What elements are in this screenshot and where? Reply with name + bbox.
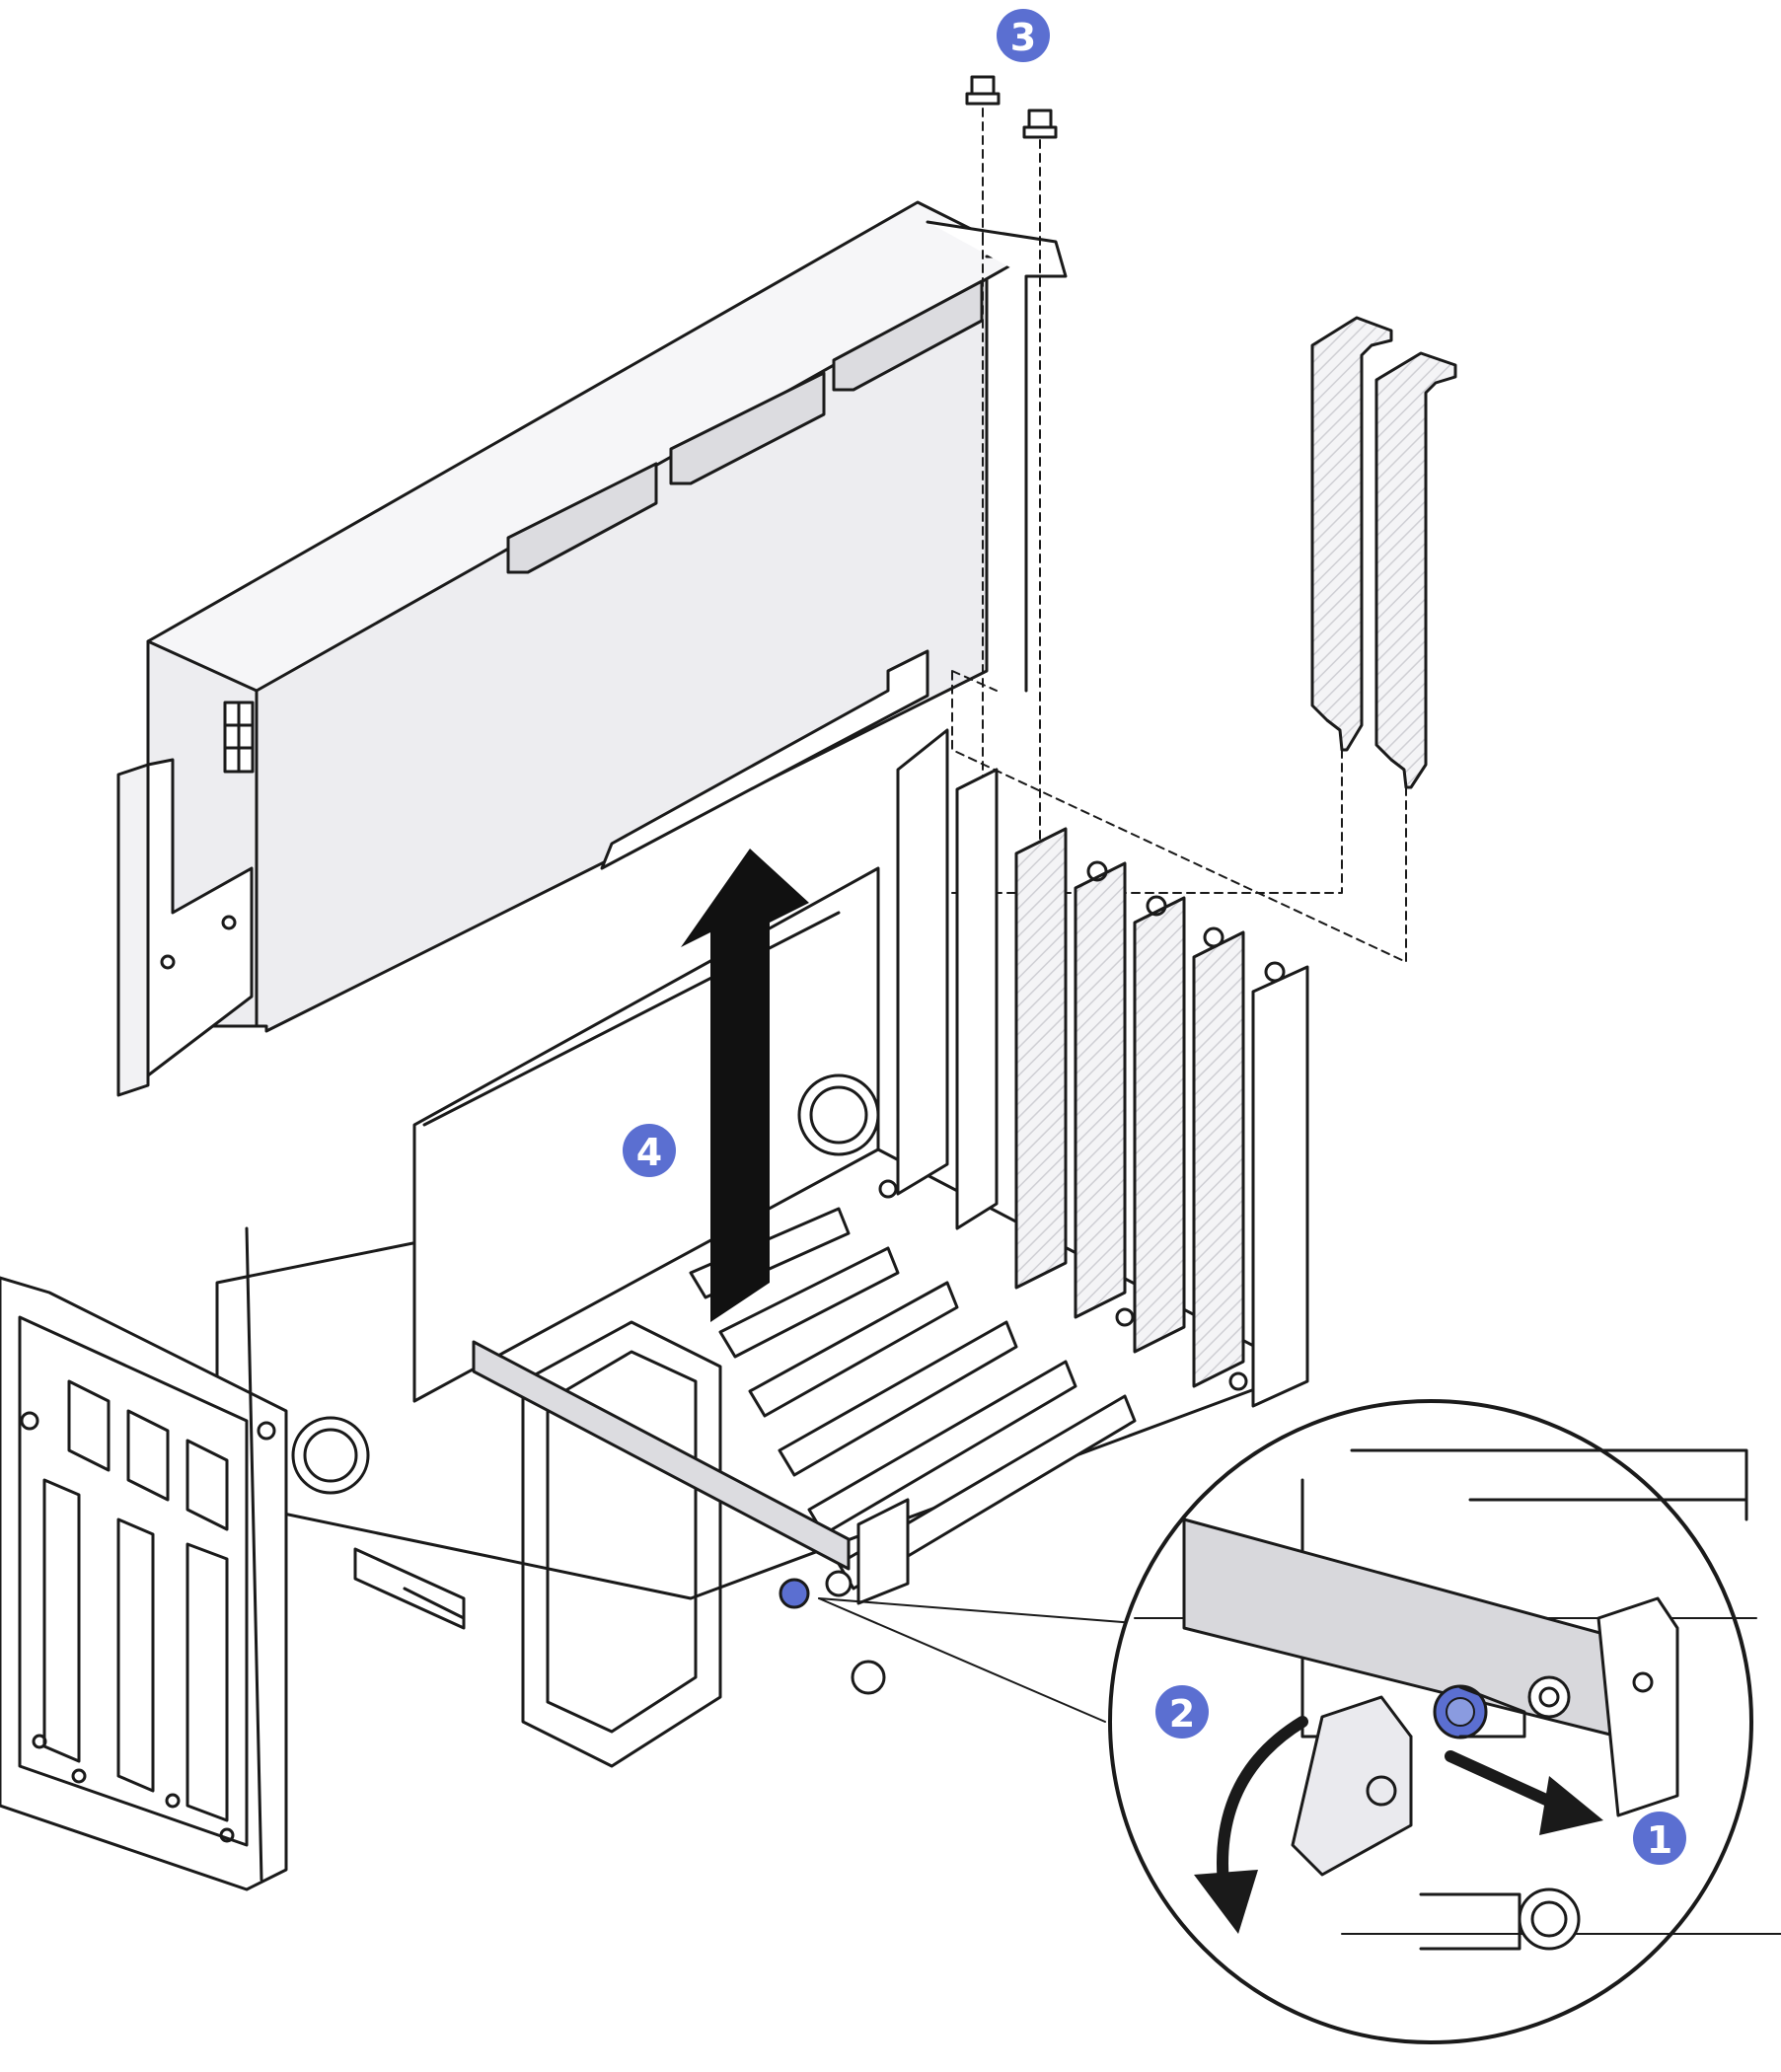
svg-text:4: 4 xyxy=(636,1131,662,1174)
slot-fillers xyxy=(951,316,1457,963)
gpu-card xyxy=(116,200,1068,1097)
svg-text:2: 2 xyxy=(1169,1692,1195,1736)
callout-step-3: 3 xyxy=(997,9,1050,62)
lift-arrow xyxy=(681,849,809,1322)
callout-step-2: 2 xyxy=(1155,1685,1209,1739)
callout-step-1: 1 xyxy=(1633,1812,1686,1865)
svg-text:1: 1 xyxy=(1647,1818,1672,1862)
screws xyxy=(965,75,1058,845)
detail-zoom xyxy=(818,1399,1781,2044)
screw-right xyxy=(1022,109,1058,139)
callout-step-4: 4 xyxy=(623,1124,676,1177)
screw-left xyxy=(965,75,1001,106)
svg-text:3: 3 xyxy=(1010,16,1036,59)
